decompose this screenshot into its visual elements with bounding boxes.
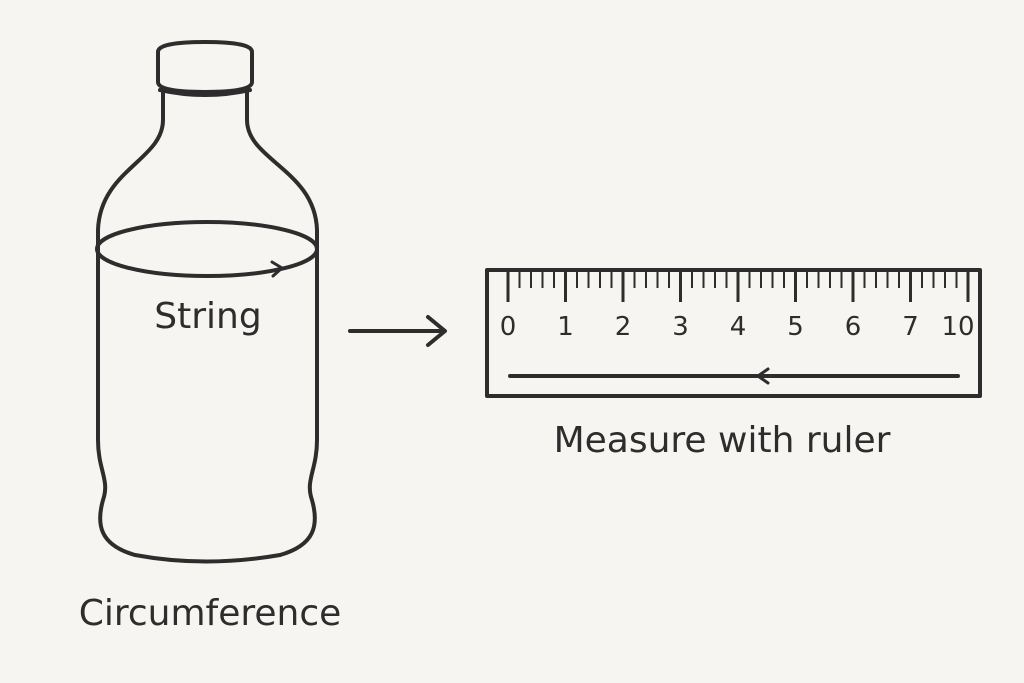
- ruler-tick-labels: 0 1 2 3 4 5 6 7 10: [500, 312, 975, 342]
- ruler-tick-label: 6: [845, 312, 862, 342]
- circumference-caption: Circumference: [79, 593, 342, 634]
- string-loop: [95, 220, 319, 278]
- bottle-base: [133, 553, 282, 564]
- ruler: 0 1 2 3 4 5 6 7 10: [485, 268, 982, 398]
- ruler-ticks: [506, 272, 970, 302]
- ruler-tick-label: 3: [672, 312, 689, 342]
- measured-string-arrowhead: [756, 367, 770, 385]
- bottle-left-side: [96, 90, 165, 557]
- bottle: [95, 40, 319, 564]
- bottle-neck-collar: [158, 88, 252, 97]
- ruler-body: [485, 268, 982, 398]
- bottle-right-side: [245, 90, 319, 557]
- ruler-caption: Measure with ruler: [554, 420, 891, 461]
- ruler-tick-label: 0: [500, 312, 517, 342]
- string-arrowhead: [270, 260, 284, 278]
- ruler-tick-label: 10: [941, 312, 974, 342]
- ruler-tick-label: 2: [615, 312, 632, 342]
- ruler-tick-label: 5: [787, 312, 804, 342]
- ruler-tick-label: 1: [557, 312, 574, 342]
- right-arrow-icon: [348, 315, 447, 347]
- ruler-tick-label: 4: [730, 312, 747, 342]
- bottle-cap: [156, 40, 254, 94]
- ruler-tick-label: 7: [902, 312, 919, 342]
- string-label: String: [154, 296, 261, 337]
